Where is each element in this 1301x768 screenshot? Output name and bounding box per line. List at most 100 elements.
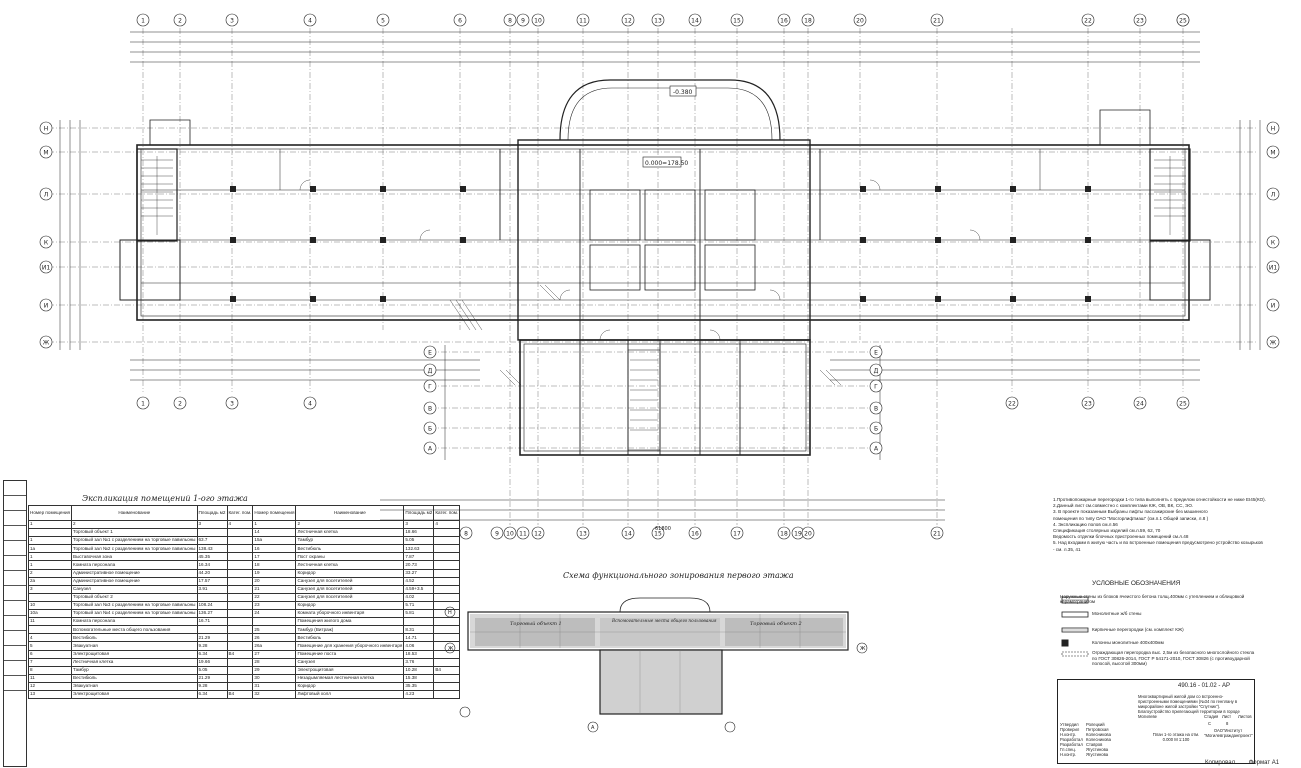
table-cell: 26 (252, 633, 297, 643)
axis-label: Л (1271, 192, 1276, 199)
axis-label: Г (874, 384, 878, 391)
scheme-axis-zh-right: Ж (860, 646, 866, 652)
note-line: 4. Экспликацию полов см.л.56 (1053, 521, 1118, 527)
table-cell: 1 (27, 560, 73, 570)
axis-label: 25 (1179, 401, 1187, 408)
level-mark-text: 0.000=178.50 (645, 160, 688, 167)
table-cell (433, 600, 461, 611)
table-cell: 21 (252, 584, 297, 594)
role-label: Проверил (1060, 727, 1080, 732)
table-cell: 16.34 (196, 560, 228, 570)
axis-bubble (503, 526, 517, 540)
axis-bubble (453, 13, 467, 27)
axis-label: Д (428, 368, 433, 375)
axis-bubble (1176, 396, 1190, 410)
axis-label: К (44, 240, 49, 247)
table-cell: 19 (252, 568, 297, 578)
table-cell: Помещение для хранения уборочного инвент… (295, 641, 405, 651)
explication-title: Экспликация помещений 1-ого этажа (82, 494, 248, 503)
axis-label: Г (428, 384, 432, 391)
axis-bubble (1176, 13, 1190, 27)
table-cell: В4 (226, 689, 254, 700)
table-cell: 7.87 (403, 552, 435, 562)
table-cell (226, 657, 254, 667)
table-cell: 3.91 (196, 584, 228, 594)
note-line: Спецификация столярных изделий см.л.59, … (1053, 528, 1161, 534)
table-cell (226, 625, 254, 635)
table-cell: 22 (252, 592, 297, 602)
axis-label: А (428, 446, 433, 453)
table-cell (433, 641, 461, 651)
axis-bubble (1266, 187, 1280, 201)
table-cell: Торговый объект 2 (71, 592, 198, 602)
table-cell: 4.52 (403, 576, 435, 586)
axis-bubble (459, 526, 473, 540)
table-cell: Помещения жилого дома (295, 617, 405, 627)
table-cell (433, 625, 461, 635)
axis-label: Е (874, 350, 878, 357)
axis-bubble (490, 526, 504, 540)
axis-bubble (688, 13, 702, 27)
table-cell: В4 (226, 649, 254, 659)
table-cell: 44.20 (196, 568, 228, 578)
table-cell (226, 536, 254, 546)
axis-label: 18 (804, 18, 812, 25)
col-num: 2 (295, 519, 405, 530)
axis-label: И1 (42, 265, 50, 272)
axis-bubble (516, 526, 530, 540)
table-cell: 5.05 (196, 665, 228, 675)
table-cell: 4.23 (403, 689, 435, 700)
axis-label: 5 (381, 18, 385, 25)
axis-bubble (621, 13, 635, 27)
table-cell (226, 552, 254, 562)
format-label: Формат А1 (1248, 760, 1280, 766)
person-name: Колесникова (1086, 732, 1111, 737)
axis-bubble (869, 379, 883, 393)
table-cell: Незадымляемая лестничная клетка (295, 673, 405, 683)
note-line: 2.Данный лист см.совместно с комплектами… (1053, 503, 1194, 509)
table-cell: Санузел (71, 584, 198, 594)
note-line: 5. Над входами в жилую часть и во встрое… (1053, 540, 1263, 546)
table-cell: 138.43 (196, 544, 228, 554)
axis-bubble (730, 13, 744, 27)
stage-label: Стадия (1204, 714, 1219, 719)
table-cell: 19.66 (196, 657, 228, 667)
room-explication-table: Номер помещения Наименование Площадь м2 … (27, 505, 461, 700)
axis-label: 8 (508, 18, 512, 25)
axis-label: К (1271, 240, 1276, 247)
table-cell (196, 528, 228, 538)
table-cell: 29 (252, 665, 297, 675)
table-cell: 10 (27, 600, 73, 611)
table-number-row: 1 2 3 4 1 2 3 4 (27, 519, 461, 530)
stage-value: С (1208, 721, 1212, 726)
axis-bubble (225, 13, 239, 27)
person-name: Ролецкий (1086, 722, 1105, 727)
axis-label: Ж (43, 340, 50, 347)
table-cell (226, 560, 254, 570)
axis-label: 10 (534, 18, 542, 25)
axis-bubble (423, 345, 437, 359)
table-cell: 21.29 (196, 673, 228, 683)
table-cell: 132.63 (403, 544, 435, 554)
axis-label: 24 (1136, 401, 1144, 408)
axis-label: 8 (464, 531, 468, 538)
table-cell: Выставочная зона (71, 552, 198, 562)
table-cell: 27 (252, 649, 297, 659)
axis-bubble (1133, 13, 1147, 27)
table-cell (403, 617, 435, 627)
note-line: - см. л.35, 41 (1053, 546, 1081, 552)
axis-label: 23 (1136, 18, 1144, 25)
axis-bubble (576, 526, 590, 540)
drawing-code: 490.16 - 01.02 - АР (1178, 683, 1231, 689)
legend-item-glass-partition: Ограждающая перегородка выс. 2,5м из без… (1092, 650, 1255, 666)
role-label: Разработал (1060, 742, 1083, 747)
table-cell (433, 536, 461, 546)
